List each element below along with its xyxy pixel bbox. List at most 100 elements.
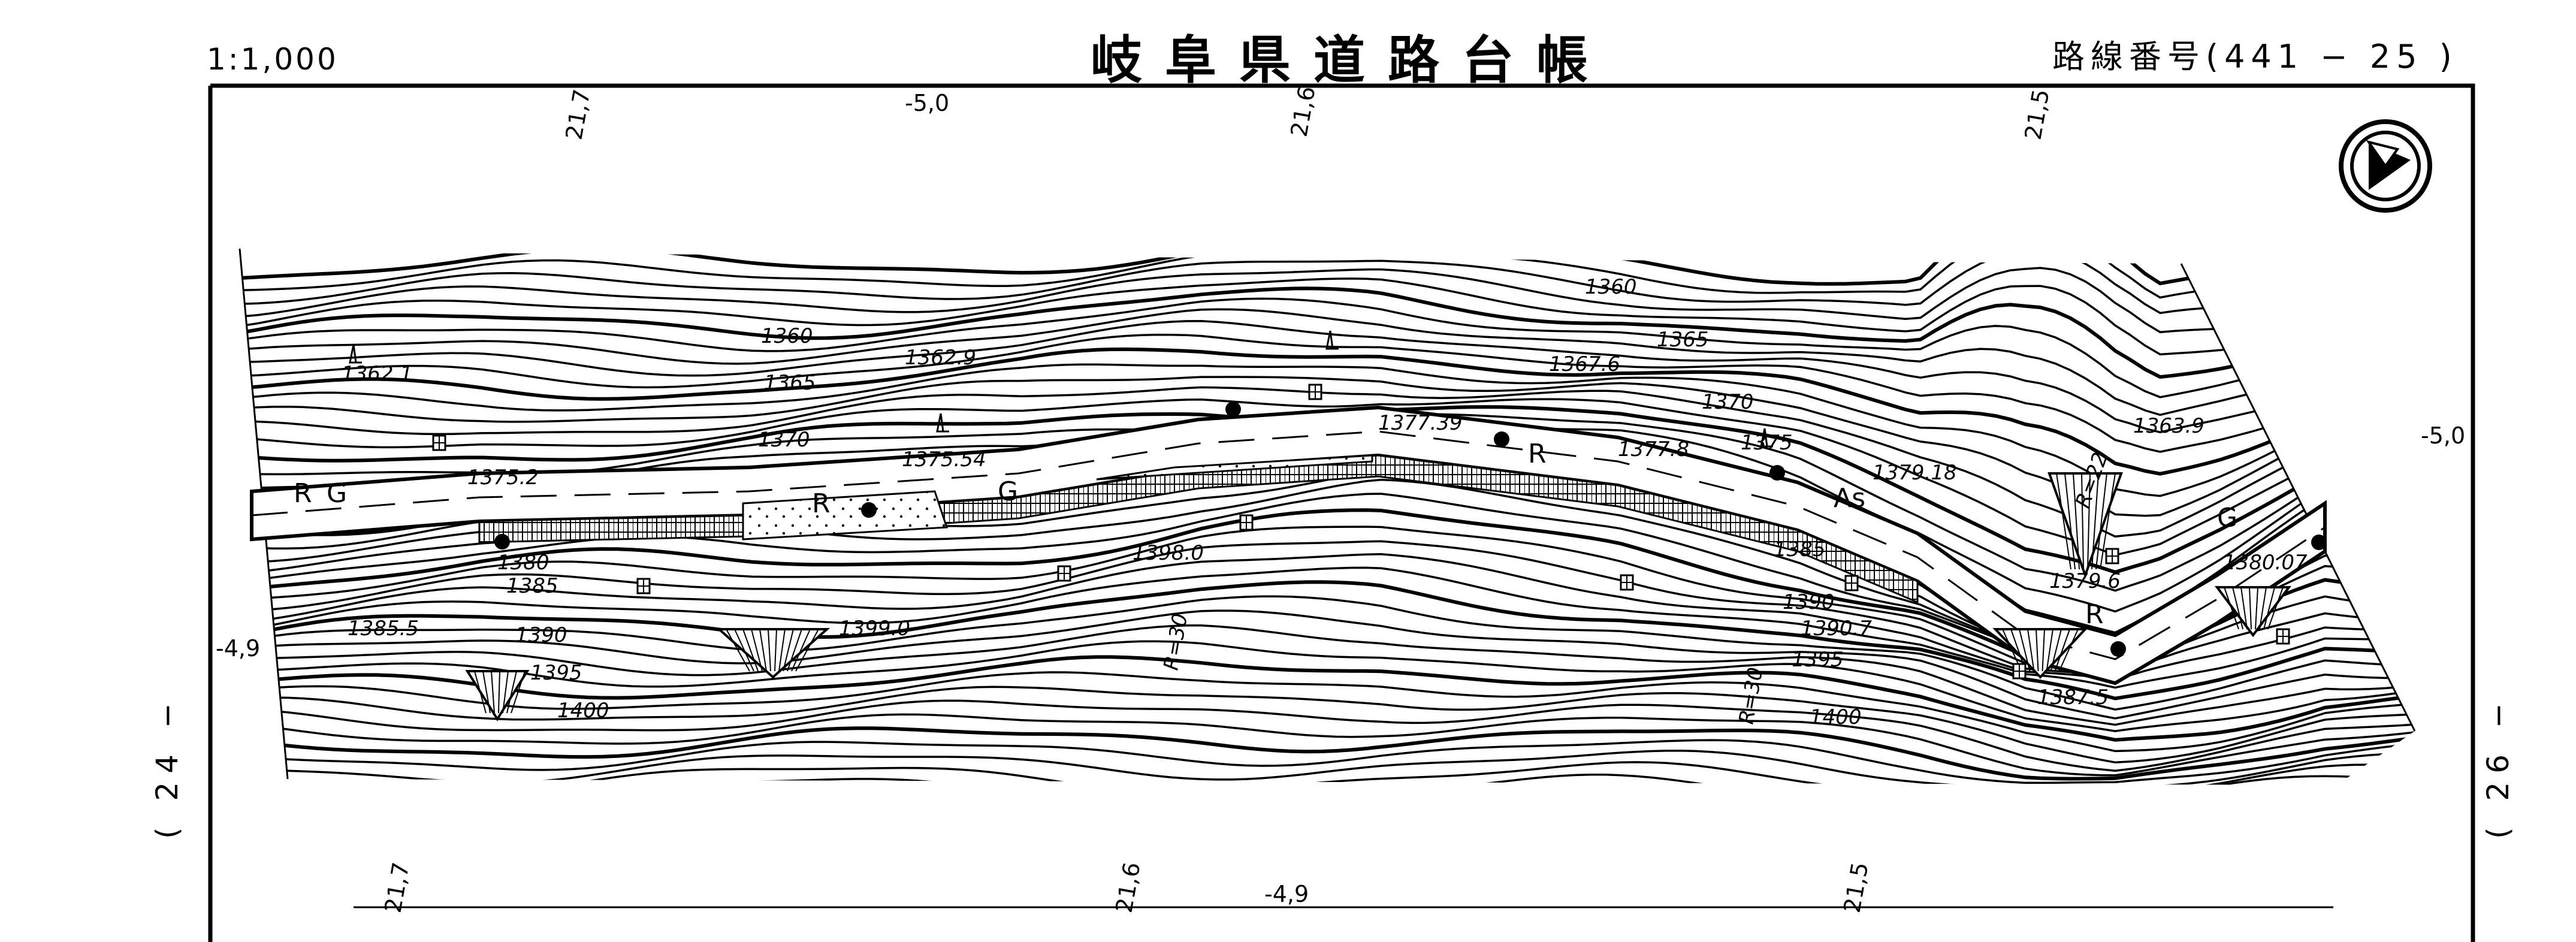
contour-line bbox=[240, 319, 2415, 434]
hachure-stroke bbox=[511, 671, 526, 714]
contour-line bbox=[240, 640, 2415, 732]
elevation-label: 1377.39 bbox=[1378, 411, 1463, 435]
elevation-label: 1395 bbox=[530, 661, 582, 685]
utility-pole-icon bbox=[1769, 465, 1785, 481]
contour-line bbox=[240, 553, 2415, 681]
contour-line bbox=[240, 655, 2415, 742]
elevation-label: 1400 bbox=[1810, 705, 1862, 729]
map-symbol-letter: G bbox=[327, 478, 347, 509]
contour-line bbox=[240, 252, 2415, 286]
hachure-stroke bbox=[726, 629, 750, 672]
hachure-stroke bbox=[795, 629, 819, 672]
hachure-stroke bbox=[2081, 473, 2084, 570]
elevation-label: 1380 bbox=[497, 551, 549, 575]
hachure-stroke bbox=[2267, 587, 2284, 630]
contour-line bbox=[240, 784, 2415, 785]
utility-pole-icon bbox=[1225, 401, 1241, 417]
hachure-stroke bbox=[491, 671, 495, 714]
hachure-stroke bbox=[2046, 629, 2053, 672]
grid-coordinate-label: 21,6 bbox=[1286, 84, 1321, 139]
hachure-stroke bbox=[759, 629, 767, 672]
benchmark-icon-cross bbox=[433, 436, 445, 450]
map-symbol-letter: G bbox=[2217, 503, 2237, 533]
hachure-stroke bbox=[2054, 629, 2070, 672]
map-symbol-letter: R bbox=[294, 478, 312, 509]
hachure-stroke bbox=[2259, 587, 2267, 630]
slope-hachure bbox=[465, 670, 530, 721]
elevation-label: 1400 bbox=[557, 699, 609, 723]
hachure-stroke bbox=[2255, 587, 2258, 630]
grass-symbol-icon bbox=[349, 344, 362, 364]
map-symbol-letter: R bbox=[1528, 439, 1547, 469]
elevation-label: 1375.2 bbox=[467, 466, 539, 490]
elevation-label: 1365 bbox=[1657, 328, 1709, 352]
elevation-label: 1370 bbox=[758, 428, 810, 452]
elevation-label: 1379.6 bbox=[2049, 569, 2121, 593]
contour-line bbox=[240, 363, 2415, 497]
hachure-stroke bbox=[734, 629, 754, 672]
grid-coordinate-label: 21,7 bbox=[561, 87, 596, 142]
elevation-label: 1385.5 bbox=[348, 617, 419, 641]
contour-line bbox=[240, 347, 2415, 476]
grid-coordinate-label: 21,5 bbox=[2020, 87, 2055, 142]
hachure-stroke bbox=[2027, 629, 2035, 672]
grid-coordinate-label: -5,0 bbox=[2421, 422, 2465, 449]
map-symbol-letter: R bbox=[812, 488, 831, 519]
hachure-stroke bbox=[783, 629, 794, 672]
page-title: 岐阜県道路台帳 bbox=[1091, 31, 1611, 90]
benchmark-icon-cross bbox=[2013, 664, 2025, 678]
elevation-label: 1360 bbox=[761, 324, 813, 348]
contour-line bbox=[240, 726, 2415, 781]
hachure-stroke bbox=[2100, 473, 2116, 570]
elevation-label: 1363.9 bbox=[2133, 414, 2204, 438]
benchmark-icon-cross bbox=[1240, 515, 1252, 530]
contour-line bbox=[240, 297, 2415, 398]
elevation-label: 1390 bbox=[1783, 590, 1835, 614]
elevation-label: 1387.5 bbox=[2037, 686, 2109, 709]
contour-line bbox=[240, 713, 2415, 777]
elevation-label: 1362.9 bbox=[905, 346, 976, 370]
contour-line bbox=[240, 624, 2415, 726]
hachure-stroke bbox=[2263, 587, 2275, 630]
utility-pole-icon bbox=[2311, 535, 2327, 550]
road-centerline bbox=[251, 430, 2326, 660]
hachure-stroke bbox=[2095, 473, 2107, 570]
hachure-stroke bbox=[778, 629, 786, 672]
map-symbol-letter: As bbox=[1834, 483, 1865, 514]
hachure-stroke bbox=[751, 629, 763, 672]
hachure-stroke bbox=[791, 629, 811, 672]
hachure-stroke bbox=[482, 671, 491, 714]
road bbox=[250, 405, 2327, 686]
elevation-label: 1390.7 bbox=[1801, 617, 1872, 641]
utility-pole-icon bbox=[1494, 431, 1509, 447]
benchmark-icon-cross bbox=[1621, 575, 1633, 590]
curve-radius-label: R=30 bbox=[1734, 666, 1768, 726]
grid-coordinate-label: -4,9 bbox=[216, 635, 260, 662]
elevation-label: 1370 bbox=[1702, 390, 1754, 414]
route-number: 路線番号(441 − 25 ) bbox=[2052, 38, 2458, 76]
hachure-stroke bbox=[2240, 587, 2248, 630]
map-scale: 1:1,000 bbox=[207, 42, 339, 77]
contour-line bbox=[240, 333, 2415, 453]
hachure-stroke bbox=[768, 629, 771, 672]
hachure-stroke bbox=[742, 629, 759, 672]
contour-line bbox=[240, 566, 2415, 689]
grass-symbol-icon bbox=[1325, 330, 1339, 350]
elevation-label: 1365 bbox=[764, 371, 816, 395]
contour-line bbox=[240, 761, 2415, 785]
elevation-label: 1377.8 bbox=[1618, 437, 1689, 461]
elevation-label: 1399.0 bbox=[839, 617, 910, 641]
gravel-area bbox=[742, 454, 1373, 541]
contour-line bbox=[240, 609, 2415, 720]
contour-line bbox=[240, 267, 2415, 334]
hachure-stroke bbox=[498, 671, 500, 714]
contour-line bbox=[240, 308, 2415, 416]
north-arrow-icon bbox=[2339, 119, 2432, 213]
contour-line bbox=[240, 739, 2415, 784]
elevation-label: 1375 bbox=[1741, 431, 1793, 455]
elevation-label: 1367.6 bbox=[1549, 352, 1620, 376]
hachure-stroke bbox=[2058, 629, 2079, 672]
elevation-label: 1385 bbox=[506, 574, 558, 598]
hachure-stroke bbox=[2073, 473, 2080, 570]
elevation-label: 1385 bbox=[1774, 538, 1826, 561]
